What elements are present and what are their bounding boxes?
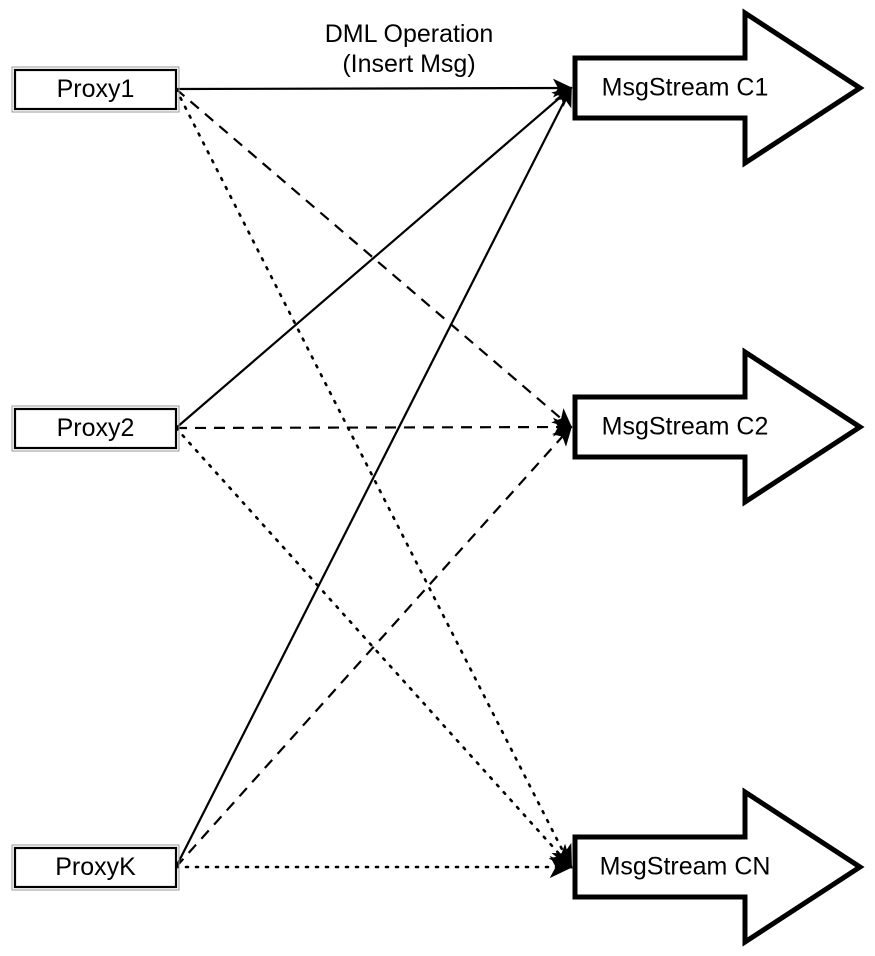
proxy-box [13,407,178,450]
edge-proxyk-c2 [175,425,573,868]
proxy-box-outline [11,66,180,113]
msgstream-c2[interactable]: MsgStream C2 [572,347,865,507]
edge-proxy2-c1 [175,86,573,429]
proxy-box [13,846,178,889]
msgstream-label: MsgStream CN [600,853,771,881]
proxy-node-proxyk[interactable]: ProxyK [11,844,180,891]
proxy-node-proxy1[interactable]: Proxy1 [11,66,180,113]
proxy-node-proxy2[interactable]: Proxy2 [11,405,180,452]
msgstream-label: MsgStream C2 [602,413,769,441]
msgstream-arrow-shape [572,347,865,507]
proxy-label: Proxy2 [57,414,135,442]
edge-proxy1-c1 [175,78,573,98]
proxy-label: ProxyK [55,853,136,881]
edge-caption-line-2: (Insert Msg) [342,50,475,78]
msgstream-label: MsgStream C1 [602,74,769,102]
msgstream-arrow-shape [572,8,865,168]
edge-proxy2-cn [174,426,573,869]
proxy-box-outline [11,405,180,452]
proxy-label: Proxy1 [57,75,135,103]
msgstream-layer: MsgStream C1 MsgStream C2 MsgStream CN [572,8,865,947]
proxy-box [13,68,178,111]
msgstream-arrow-shape [572,787,865,947]
edges-layer [174,78,574,879]
edge-proxy1-c2 [175,88,573,429]
edge-caption: DML Operation (Insert Msg) [325,20,494,78]
edge-proxy2-c2 [175,417,573,437]
edge-caption-line-1: DML Operation [325,20,494,48]
edge-proxyk-c1 [175,86,572,868]
msgstream-cn[interactable]: MsgStream CN [572,787,865,947]
proxy-box-outline [11,844,180,891]
msgstream-c1[interactable]: MsgStream C1 [572,8,865,168]
